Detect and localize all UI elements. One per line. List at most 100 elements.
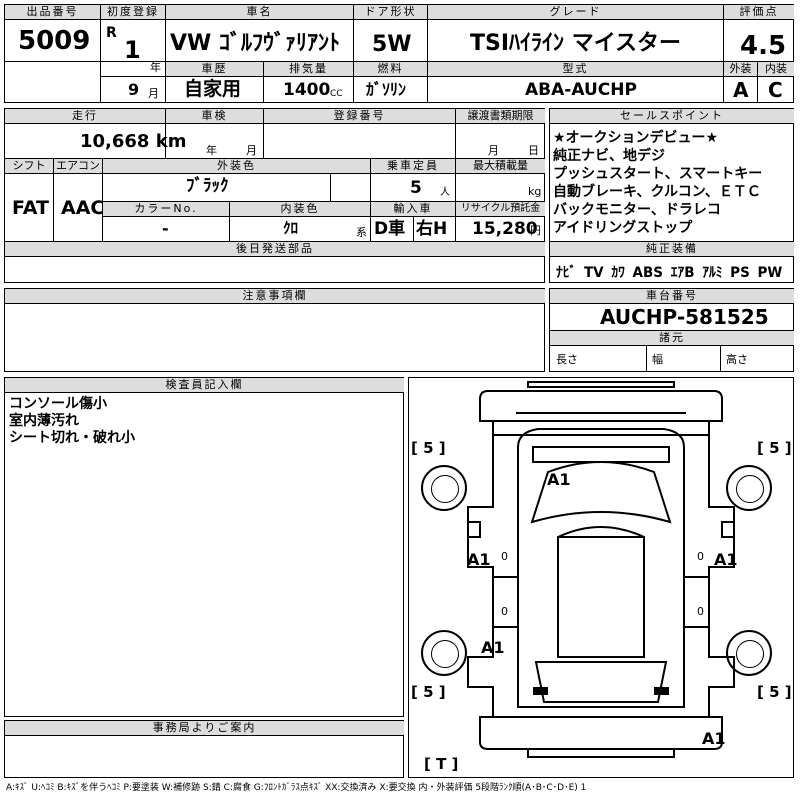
shift-label: シフト: [5, 159, 53, 173]
mark-left-rear: 0: [501, 605, 508, 618]
max-load-label: 最大積載量: [456, 159, 545, 173]
office-box: [4, 720, 404, 778]
equipment-item: ABS: [632, 265, 664, 281]
ext-color-label: 外装色: [103, 159, 370, 173]
int-color-label: 内装色: [230, 202, 370, 216]
equipment-item: ｶﾜ: [611, 265, 625, 281]
first-reg-label: 初度登録: [101, 5, 165, 19]
first-reg-year: 1: [124, 36, 141, 64]
recycle-unit: 円: [530, 224, 541, 237]
import-label: 輸入車: [371, 202, 455, 216]
ext-score: A: [733, 78, 749, 102]
equipment-item: ｴｱB: [670, 265, 695, 281]
history-value: 自家用: [184, 78, 242, 100]
tire-front-left: [421, 465, 467, 511]
sales-point-item: プッシュスタート、スマートキー: [553, 166, 763, 182]
fuel-label: 燃料: [354, 62, 427, 76]
equipment-item: TV: [583, 265, 604, 281]
displacement-unit: CC: [330, 89, 343, 99]
mark-right-rear: 0: [697, 605, 704, 618]
specs-height: 高さ: [726, 353, 748, 366]
sales-points-label: セールスポイント: [550, 109, 794, 123]
car-outline: [467, 381, 735, 758]
specs-width: 幅: [652, 353, 663, 366]
chassis-value: AUCHP-581525: [600, 305, 769, 329]
mark-right-front: 0: [697, 550, 704, 563]
max-load-unit: kg: [528, 185, 542, 198]
recycle-label: リサイクル預託金: [456, 202, 545, 216]
displacement-label: 排気量: [264, 62, 353, 76]
registration-label: 登録番号: [264, 109, 455, 123]
header-grid: [4, 4, 794, 103]
sales-point-item: 自動ブレーキ、クルコン、ＥＴＣ: [553, 184, 761, 200]
mileage-value: 10,668 km: [80, 131, 187, 152]
tread-rear-left: [ 5 ]: [411, 683, 446, 701]
inspector-note: 室内薄汚れ: [9, 413, 79, 429]
ext-color-value: ﾌﾞﾗｯｸ: [186, 176, 229, 196]
later-parts-label: 後日発送部品: [5, 242, 545, 256]
history-label: 車歴: [166, 62, 263, 76]
inspection-label: 車検: [166, 109, 263, 123]
score-label: 評価点: [724, 5, 794, 19]
import-type: D車: [374, 219, 406, 239]
tire-rear-right: [726, 630, 772, 676]
tire-rear-left: [421, 630, 467, 676]
transfer-day-unit: 日: [528, 144, 539, 157]
first-reg-year-unit: 年: [150, 61, 161, 74]
sales-point-item: アイドリングストップ: [553, 220, 693, 236]
int-color-value: ｸﾛ: [283, 219, 299, 237]
first-reg-era: R: [106, 25, 117, 41]
tread-front-left: [ 5 ]: [411, 439, 446, 457]
damage-left-door: A1: [467, 550, 491, 569]
car-name-value: VW ｺﾞﾙﾌｳﾞｧﾘｱﾝﾄ: [170, 31, 340, 56]
grade-value: TSIﾊｲﾗｲﾝ マイスター: [470, 31, 682, 56]
damage-hood: A1: [547, 470, 571, 489]
inspector-note: シート切れ・破れ小: [9, 430, 135, 446]
capacity-value: 5: [410, 178, 422, 198]
damage-diagram: [408, 377, 794, 778]
sales-point-item: バックモニター、ドラレコ: [553, 202, 721, 218]
inspector-note: コンソール傷小: [9, 396, 107, 412]
damage-right-door: A1: [714, 550, 738, 569]
notes-box: [4, 288, 545, 372]
office-label: 事務局よりご案内: [5, 721, 404, 735]
inspector-notes: コンソール傷小室内薄汚れシート切れ・破れ小: [9, 396, 135, 447]
int-label: 内装: [758, 62, 794, 76]
chassis-label: 車台番号: [550, 289, 794, 303]
sales-point-item: ★オークションデビュー★: [553, 130, 719, 146]
aircon-label: エアコン: [54, 159, 102, 173]
sales-point-item: 純正ナビ、地デジ: [553, 148, 665, 164]
grade-label: グレード: [428, 5, 723, 19]
equipment-label: 純正装備: [550, 242, 794, 256]
specs-length: 長さ: [556, 353, 578, 366]
model-value: ABA-AUCHP: [525, 80, 637, 100]
aircon-value: AAC: [61, 197, 105, 219]
color-no-value: -: [162, 219, 169, 238]
first-reg-month: 9: [128, 80, 140, 99]
equipment-item: ｱﾙﾐ: [702, 265, 723, 281]
displacement-value: 1400: [283, 80, 331, 100]
trunk-mark: [ T ]: [424, 755, 459, 773]
car-name-label: 車名: [166, 5, 353, 19]
capacity-label: 乗車定員: [371, 159, 455, 173]
detail-grid: [4, 108, 545, 283]
recycle-value: 15,280: [472, 219, 538, 239]
shift-value: FAT: [12, 197, 49, 219]
inspection-year-unit: 年: [206, 144, 217, 157]
equipment-item: ﾅﾋﾞ: [556, 265, 577, 281]
sales-points-box: [549, 108, 794, 283]
inspector-label: 検査員記入欄: [5, 378, 404, 392]
tread-rear-right: [ 5 ]: [757, 683, 792, 701]
sales-points-list: ★オークションデビュー★ 純正ナビ、地デジプッシュスタート、スマートキー自動ブレー…: [553, 129, 762, 237]
ext-label: 外装: [724, 62, 757, 76]
int-score: C: [768, 78, 783, 102]
transfer-month-unit: 月: [488, 144, 499, 157]
door-value: 5W: [372, 32, 412, 57]
mileage-label: 走行: [5, 109, 165, 123]
inspection-month-unit: 月: [246, 144, 257, 157]
damage-rear-bumper: A1: [702, 729, 726, 748]
color-no-label: カラーNo.: [103, 202, 229, 216]
damage-left-rear: A1: [481, 638, 505, 657]
fuel-value: ｶﾞｿﾘﾝ: [366, 80, 407, 99]
